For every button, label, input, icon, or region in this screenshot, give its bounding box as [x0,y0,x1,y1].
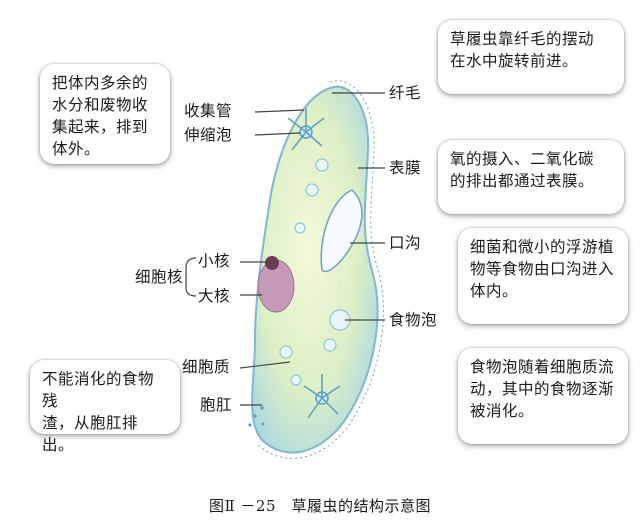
label-macronucleus: 大核 [198,287,231,305]
contractile-vacuole-top [287,108,325,151]
bubble-oral-groove-function: 细菌和微小的浮游植 物等食物由口沟进入 体内。 [458,228,628,324]
label-collecting-canal: 收集管 [184,102,233,120]
bubble-cilia-function: 草履虫靠纤毛的摆动 在水中旋转前进。 [438,20,624,94]
figure-caption: 图Ⅱ －25 草履虫的结构示意图 [208,497,432,515]
label-contractile-vacuole: 伸缩泡 [184,126,233,144]
label-nucleus-group: 细胞核 [135,268,184,286]
label-micronucleus: 小核 [198,252,231,270]
bubble-food-vacuole-function: 食物泡随着细胞质流 动，其中的食物逐渐 被消化。 [458,348,628,444]
label-cilia: 纤毛 [389,84,422,102]
bubble-pellicle-function: 氧的摄入、二氧化碳 的排出都通过表膜。 [438,140,624,214]
bubble-anal-pore-function: 不能消化的食物残 渣，从胞肛排出。 [30,360,180,454]
contractile-vacuole-bottom [303,374,341,419]
paramecium-body [251,85,379,454]
micronucleus-shape [265,256,279,270]
food-vacuoles [279,158,351,386]
leader-lines [185,92,385,406]
oral-groove-shape [320,189,363,273]
label-cytoplasm: 细胞质 [182,358,231,376]
anal-pore-dots [248,406,265,427]
bubble-collecting-function: 把体内多余的 水分和废物收 集起来，排到 体外。 [40,64,170,164]
label-anal-pore: 胞肛 [200,396,233,414]
label-food-vacuole: 食物泡 [389,311,438,329]
label-oral-groove: 口沟 [389,234,422,252]
label-pellicle: 表膜 [389,159,422,177]
